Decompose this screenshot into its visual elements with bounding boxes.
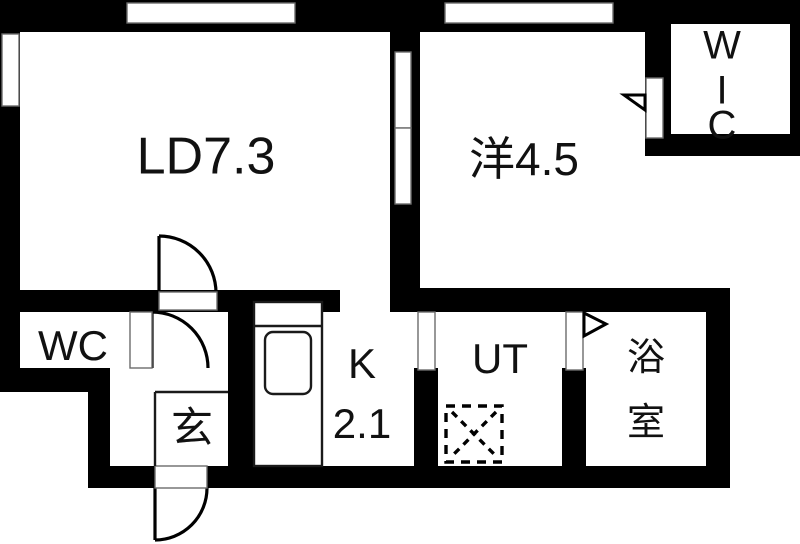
- sliding-door-arrows: [582, 93, 647, 339]
- label-bath-line2: 室: [627, 402, 665, 444]
- label-wc: WC: [38, 322, 108, 369]
- sliding-panel-wic: [645, 77, 664, 139]
- label-wic-i: I: [716, 69, 727, 113]
- windows: [1, 2, 664, 371]
- room-labels: LD7.3 洋4.5 W I C WC 玄 K 2.1 UT 浴 室: [38, 24, 741, 452]
- label-bath-line1: 浴: [627, 337, 665, 379]
- washing-machine-x2-icon: [450, 410, 498, 458]
- wall-kitchen-ut: [414, 368, 438, 472]
- door-entrance[interactable]: [153, 465, 209, 542]
- wall-wc-bottom: [0, 368, 110, 392]
- label-wic-c: C: [708, 104, 737, 148]
- door-entrance-arc: [154, 487, 209, 542]
- slide-arrow-bath-icon: [582, 310, 610, 339]
- wall-ut-bath: [562, 368, 586, 472]
- exterior-void-right: [671, 156, 800, 288]
- room-western: [420, 32, 645, 288]
- window-top-left: [126, 2, 296, 24]
- wall-hall-left: [88, 380, 110, 488]
- exterior-void-bottom-left: [0, 392, 88, 544]
- room-ut: [438, 312, 562, 466]
- label-genkan: 玄: [171, 404, 213, 451]
- window-left: [1, 33, 20, 107]
- wall-wic-bottom: [645, 134, 800, 156]
- label-kitchen-area: 2.1: [333, 400, 391, 447]
- door-ld[interactable]: [157, 234, 218, 311]
- sliding-panel-ut: [417, 311, 436, 371]
- door-wc-arc: [151, 310, 210, 369]
- door-ld-threshold: [158, 291, 218, 311]
- label-wic-w: W: [703, 24, 741, 68]
- label-ut: UT: [472, 335, 528, 382]
- washing-machine-icon: [444, 404, 504, 464]
- slide-arrow-wic-icon: [619, 93, 647, 113]
- sliding-panel-upper: [394, 51, 412, 129]
- window-top-right: [444, 2, 614, 24]
- door-wc[interactable]: [129, 310, 210, 369]
- kitchen-sink-icon: [263, 330, 313, 396]
- wall-left-wc: [0, 290, 20, 392]
- room-wic: [671, 24, 790, 134]
- wall-service-right: [706, 288, 730, 488]
- wall-hall-kitchen: [228, 300, 254, 472]
- room-ld: [20, 32, 390, 290]
- label-kitchen-k: K: [348, 340, 376, 387]
- door-entrance-threshold: [154, 465, 208, 489]
- fixtures: [153, 300, 504, 468]
- wall-service-top: [390, 288, 730, 312]
- door-wc-threshold: [129, 311, 153, 369]
- wall-wic-right: [790, 0, 800, 160]
- sliding-panel-lower: [394, 127, 412, 205]
- room-interiors: [0, 24, 800, 544]
- label-western: 洋4.5: [469, 133, 579, 185]
- door-ld-arc: [158, 234, 218, 294]
- room-bath: [586, 312, 706, 466]
- hinged-doors: [129, 234, 218, 542]
- label-ld: LD7.3: [137, 128, 276, 186]
- sliding-panel-bath: [565, 311, 584, 371]
